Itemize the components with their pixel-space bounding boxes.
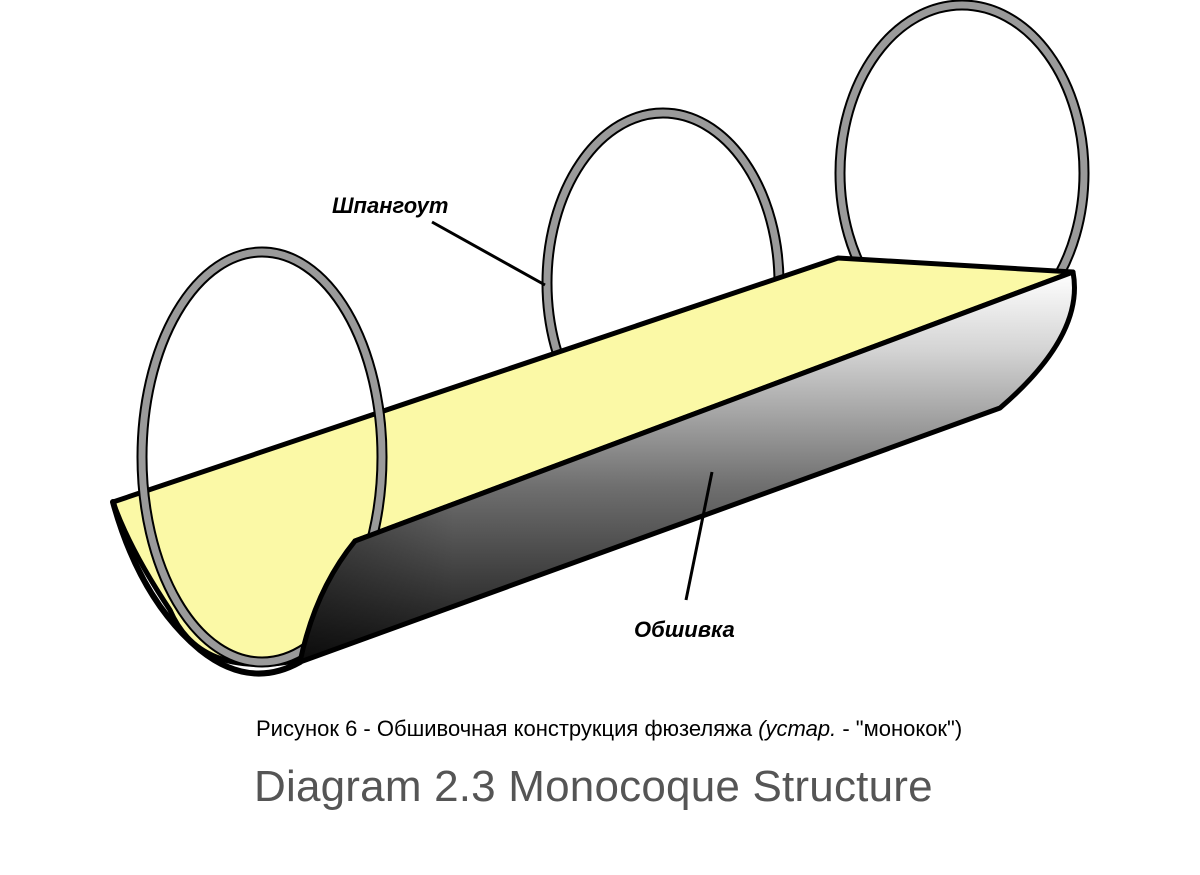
caption-term: - "монокок") — [836, 716, 963, 741]
frame-ring-front — [136, 246, 388, 668]
skin-label: Обшивка — [634, 617, 735, 642]
figure-caption: Рисунок 6 - Обшивочная конструкция фюзел… — [256, 716, 962, 742]
frame-leader-line — [431, 220, 546, 287]
frame-label: Шпангоут — [332, 193, 448, 218]
skin-leader-line — [684, 471, 714, 601]
diagram-title: Diagram 2.3 Monocoque Structure — [254, 762, 933, 811]
caption-abbrev: (устар. — [758, 716, 837, 741]
caption-text: Рисунок 6 - Обшивочная конструкция фюзел… — [256, 716, 759, 741]
monocoque-illustration: Шпангоут Обшивка — [110, 0, 1090, 677]
